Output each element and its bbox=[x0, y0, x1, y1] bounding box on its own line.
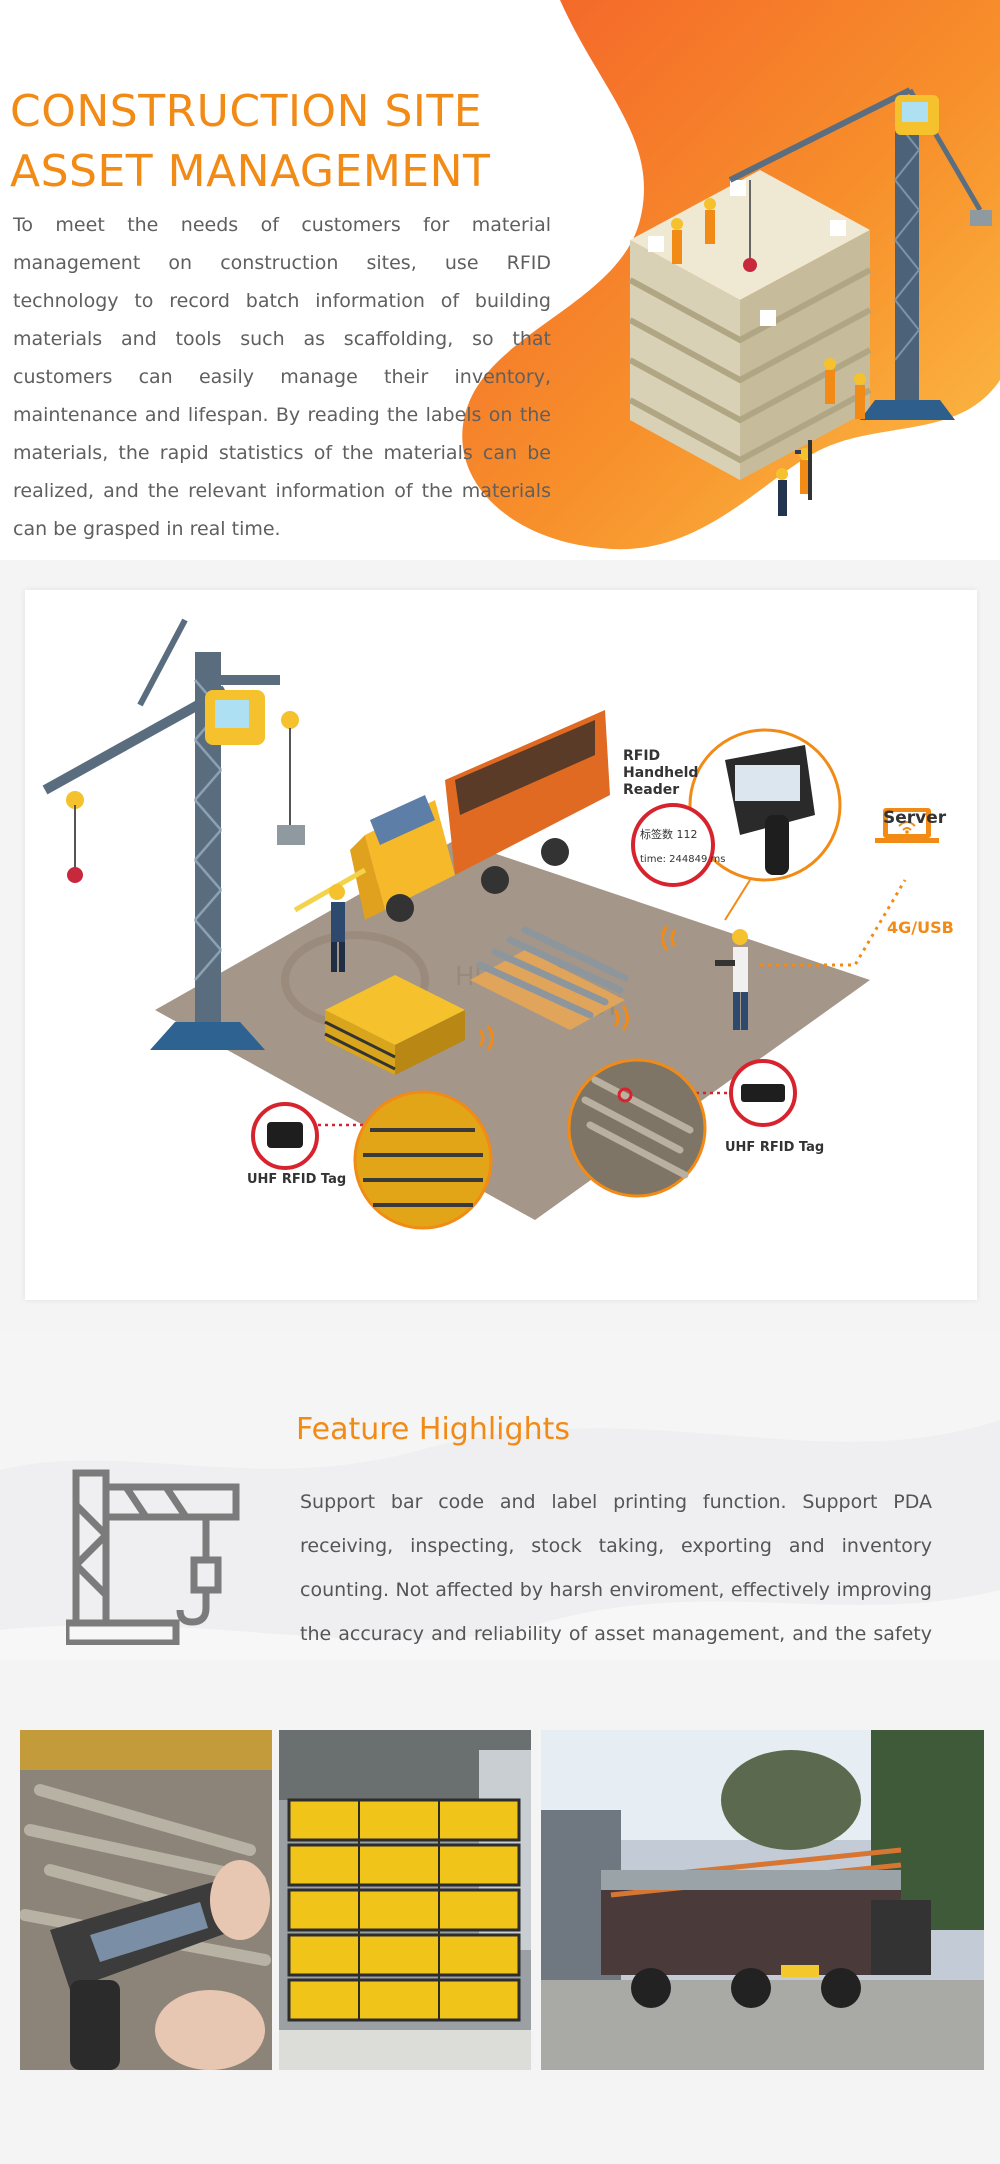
crane-outline-icon bbox=[66, 1469, 240, 1645]
handheld-reader-scanning-pipes-photo bbox=[20, 1730, 272, 2070]
tag-label-right: UHF RFID Tag bbox=[725, 1140, 825, 1155]
crane-icon bbox=[42, 618, 305, 1050]
intro-paragraph: To meet the needs of customers for mater… bbox=[13, 214, 551, 540]
scaffolding-tag-zoom bbox=[251, 1090, 493, 1230]
feature-title: Feature Highlights bbox=[296, 1412, 570, 1447]
reader-label-line-3: Reader bbox=[623, 782, 680, 798]
feature-wave-background bbox=[0, 1330, 1000, 1660]
rfid-signal-waves-icon bbox=[478, 925, 677, 1051]
isometric-building-crane-illustration bbox=[628, 87, 992, 516]
reader-label: RFID Handheld Reader bbox=[623, 748, 698, 799]
photo-reader-scanning bbox=[20, 1730, 272, 2070]
link-label: 4G/USB bbox=[887, 918, 954, 937]
feature-description: Support bar code and label printing func… bbox=[300, 1491, 932, 1645]
pipe-tag-zoom bbox=[567, 1058, 797, 1198]
title-line-2: ASSET MANAGEMENT bbox=[10, 146, 491, 197]
diagram-scene: HUISING OGY bbox=[42, 618, 939, 1230]
steel-pipe-bundle-icon bbox=[470, 926, 629, 1030]
server-label: Server bbox=[883, 808, 947, 828]
reader-screen-line-2: time: 244849 ms bbox=[640, 854, 725, 865]
handheld-reader-zoom: 标签数 112 time: 244849 ms bbox=[631, 728, 842, 921]
photo-truck-loading bbox=[541, 1730, 984, 2070]
reader-screen-line-1: 标签数 112 bbox=[640, 827, 698, 841]
photo-scaffolding-boards bbox=[279, 1730, 531, 2070]
hero-section: CONSTRUCTION SITE ASSET MANAGEMENT To me… bbox=[0, 0, 1000, 560]
server-laptop-icon bbox=[875, 808, 939, 843]
feature-section: Feature Highlights Support bar code and … bbox=[0, 1330, 1000, 1660]
site-ground bbox=[155, 840, 870, 1220]
rfid-system-diagram: HUISING OGY bbox=[25, 590, 977, 1300]
title-line-1: CONSTRUCTION SITE bbox=[10, 86, 483, 137]
reader-label-line-1: RFID bbox=[623, 748, 661, 764]
workers-icon bbox=[671, 198, 866, 516]
worker-with-handheld-reader-icon bbox=[715, 929, 748, 1030]
server-link bbox=[760, 879, 907, 967]
scaffolding-board-stack-icon bbox=[324, 975, 465, 1075]
worker-carrying-pipe-icon bbox=[293, 867, 367, 972]
page-title: CONSTRUCTION SITE ASSET MANAGEMENT bbox=[10, 82, 490, 202]
reader-label-line-2: Handheld bbox=[623, 765, 699, 781]
photo-gallery bbox=[0, 1730, 1000, 2070]
building-scaffold-icon bbox=[628, 170, 872, 480]
truck-loaded-with-scaffolding-photo bbox=[541, 1730, 984, 2070]
yellow-scaffolding-boards-photo bbox=[279, 1730, 531, 2070]
tower-crane-icon bbox=[728, 87, 992, 420]
dump-truck-icon bbox=[350, 710, 610, 922]
tag-label-left: UHF RFID Tag bbox=[247, 1172, 347, 1187]
